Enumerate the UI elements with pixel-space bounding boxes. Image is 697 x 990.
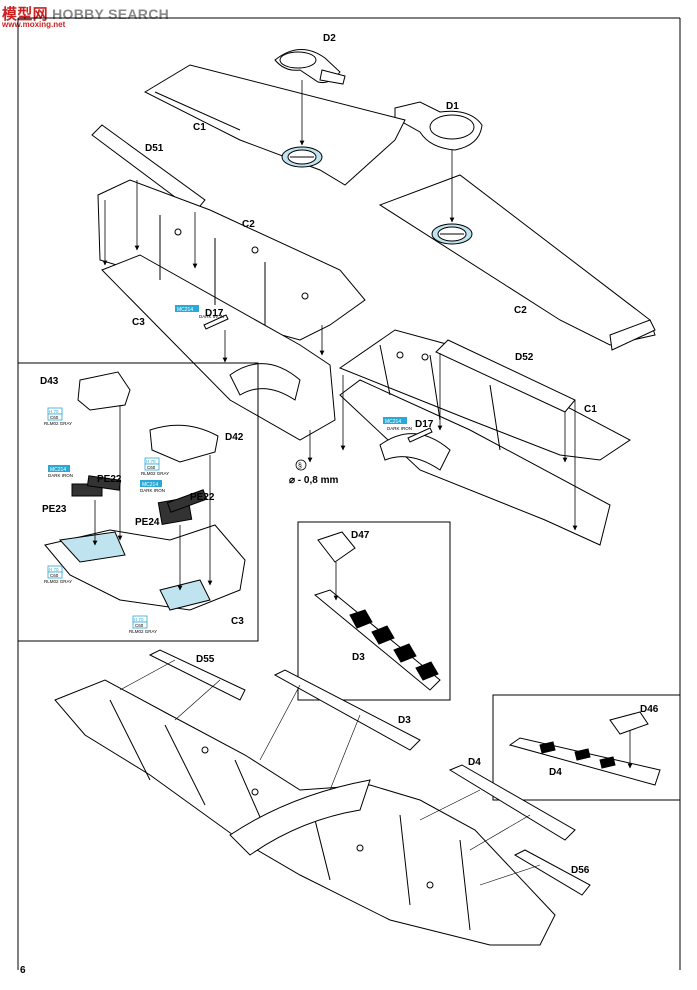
watermark-url: www.moxing.net	[2, 20, 66, 29]
part-d2-drawing	[274, 49, 346, 85]
part-d3-bottom-drawing	[273, 669, 421, 751]
part-d55-drawing	[148, 649, 246, 701]
inset-left-arrows	[92, 405, 213, 591]
part-main-wing-left	[97, 179, 366, 441]
label-d55: D55	[196, 654, 215, 665]
inset-middle-drawing	[313, 531, 441, 691]
label-pe22-a: PE22	[97, 474, 122, 485]
paint-callout-rlm02-3: H 70 C60 RLM02 GRAY	[44, 565, 72, 584]
watermark-cn: 模型网	[2, 6, 48, 23]
label-d56: D56	[571, 865, 590, 876]
label-d17-right: D17	[415, 419, 434, 430]
paint-callout-rlm02-2: H 70 C60 RLM02 GRAY	[141, 457, 169, 476]
paint-callout-dark-iron-3: MC214 DARK IRON	[48, 465, 73, 478]
label-d3-bottom: D3	[398, 715, 411, 726]
assembly-arrows-top	[102, 80, 578, 531]
svg-text:DARK IRON: DARK IRON	[140, 488, 165, 493]
label-d42: D42	[225, 432, 244, 443]
paint-callout-dark-iron-4: MC214 DARK IRON	[140, 480, 165, 493]
label-c3-inset: C3	[231, 616, 244, 627]
label-d3-inset: D3	[352, 652, 365, 663]
svg-text:C60: C60	[135, 623, 144, 628]
label-d51: D51	[145, 143, 164, 154]
part-d17-pin-left	[203, 314, 229, 330]
drill-symbol: §	[298, 463, 302, 470]
label-d52: D52	[515, 352, 534, 363]
inset-left-drawing	[44, 371, 246, 611]
label-d43: D43	[40, 376, 59, 387]
label-c1-top: C1	[193, 122, 206, 133]
inset-box-left	[17, 362, 259, 642]
part-d1-drawing	[394, 101, 483, 151]
svg-text:H 70: H 70	[146, 459, 156, 464]
svg-text:H 70: H 70	[49, 567, 59, 572]
svg-text:H 70: H 70	[49, 409, 59, 414]
paint-callout-dark-iron-2: MC214 DARK IRON	[383, 417, 412, 431]
paint-callout-rlm02-1: H 70 C60 RLM02 GRAY	[44, 407, 72, 426]
label-c2-left: C2	[242, 219, 255, 230]
label-d2: D2	[323, 33, 336, 44]
svg-text:RLM02 GRAY: RLM02 GRAY	[129, 629, 157, 634]
svg-text:MC214: MC214	[142, 482, 158, 488]
paint-callout-rlm02-4: H 70 C60 RLM02 GRAY	[129, 615, 157, 634]
inset-box-middle	[297, 521, 451, 701]
svg-text:MC214: MC214	[50, 467, 66, 473]
svg-text:H 70: H 70	[134, 617, 144, 622]
page-number: 6	[20, 965, 26, 976]
drill-note: § ⌀ - 0,8 mm	[289, 459, 338, 486]
svg-text:RLM02 GRAY: RLM02 GRAY	[141, 471, 169, 476]
label-c2-right: C2	[514, 305, 527, 316]
svg-text:C60: C60	[50, 415, 59, 420]
svg-text:DARK IRON: DARK IRON	[387, 426, 412, 431]
assembly-arrows-bottom	[119, 659, 541, 886]
part-c1-top-drawing	[143, 64, 406, 186]
label-c3-main: C3	[132, 317, 145, 328]
drill-label: ⌀ - 0,8 mm	[289, 475, 338, 486]
svg-text:C60: C60	[50, 573, 59, 578]
part-d51-drawing	[91, 124, 206, 213]
part-d17-pin-right	[407, 427, 433, 443]
label-d1: D1	[446, 101, 459, 112]
svg-text:RLM02 GRAY: RLM02 GRAY	[44, 579, 72, 584]
svg-text:RLM02 GRAY: RLM02 GRAY	[44, 421, 72, 426]
svg-text:DARK IRON: DARK IRON	[48, 473, 73, 478]
label-d47: D47	[351, 530, 370, 541]
inset-box-right	[492, 694, 681, 801]
svg-text:C60: C60	[147, 465, 156, 470]
label-pe22-b: PE22	[190, 492, 215, 503]
part-bottom-wing	[54, 679, 556, 946]
label-d17-left: D17	[205, 308, 224, 319]
part-c2-right-drawing	[378, 174, 656, 351]
svg-text:MC214: MC214	[385, 419, 401, 425]
label-pe24: PE24	[135, 517, 160, 528]
label-d46: D46	[640, 704, 659, 715]
label-d4-bottom: D4	[468, 757, 481, 768]
paint-callout-dark-iron-1: MC214 DARK IRON	[175, 305, 224, 319]
label-c1-right: C1	[584, 404, 597, 415]
svg-text:DARK IRON: DARK IRON	[199, 314, 224, 319]
inset-right-drawing	[508, 711, 661, 786]
svg-text:MC214: MC214	[177, 307, 193, 313]
part-main-wing-right	[338, 329, 631, 546]
label-pe23: PE23	[42, 504, 67, 515]
part-d56-drawing	[513, 849, 591, 896]
label-d4-inset: D4	[549, 767, 562, 778]
